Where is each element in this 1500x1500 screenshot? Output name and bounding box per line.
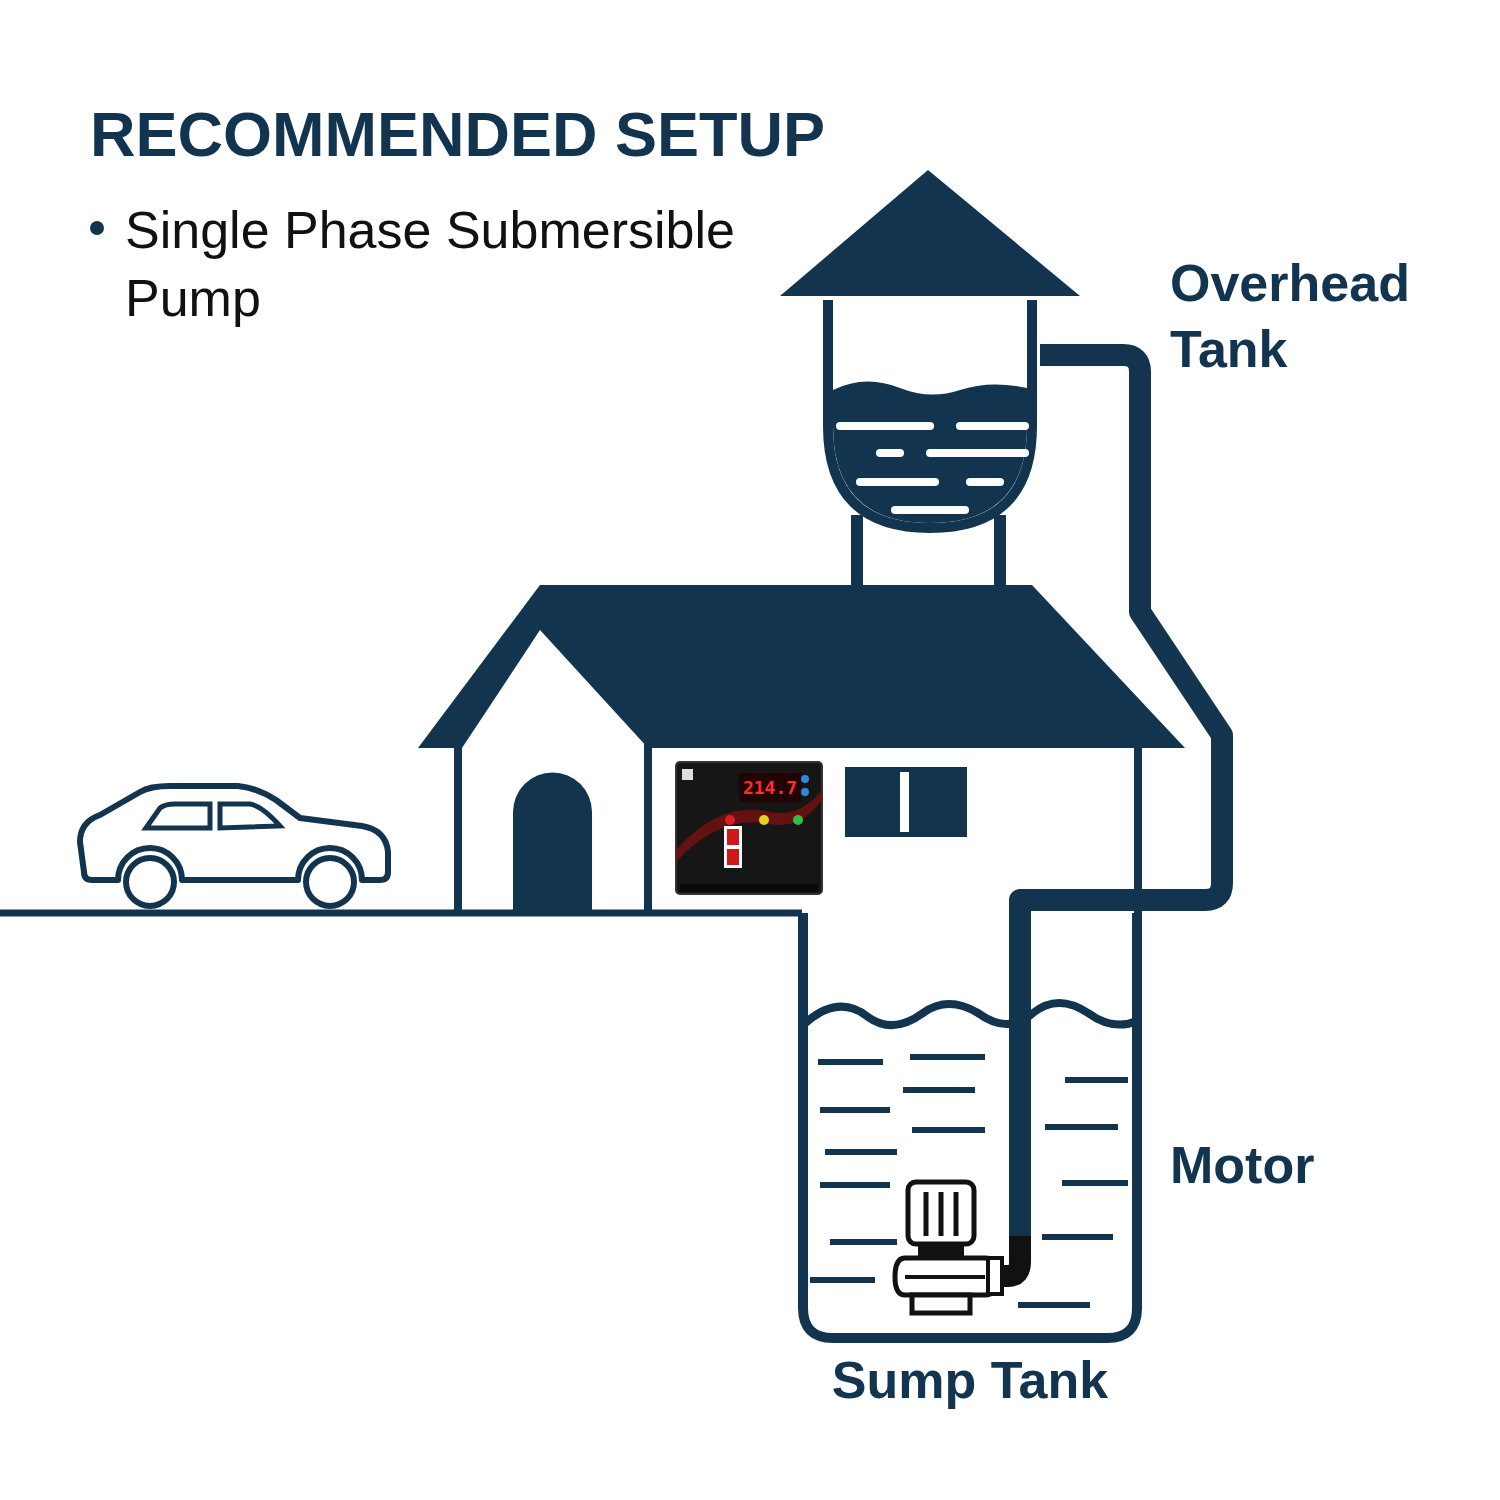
water-ripple (820, 1107, 890, 1113)
water-ripple (825, 1149, 897, 1155)
tank-leg (994, 515, 1006, 588)
water-ripple (970, 478, 1000, 486)
water-ripple (830, 1239, 897, 1245)
water-ripple (1065, 1077, 1128, 1083)
pump-base (912, 1295, 970, 1313)
water-ripple (1042, 1234, 1113, 1240)
house-wall (454, 700, 462, 913)
pump-flange (988, 1258, 1002, 1294)
node-label: Overhead Tank (1170, 250, 1470, 382)
sump-wall (803, 913, 1137, 1338)
pump-seam (905, 1275, 985, 1279)
car-wheel (306, 858, 354, 906)
water-ripple (840, 422, 930, 430)
controller-box (676, 762, 822, 894)
node-label: Sump Tank (758, 1347, 1182, 1413)
small-display (724, 826, 742, 868)
window-bar (900, 772, 909, 832)
diagram-title: RECOMMENDED SETUP (90, 96, 825, 172)
water-ripple (1062, 1180, 1128, 1186)
water-ripple (880, 449, 900, 457)
bullet-dot (90, 221, 104, 235)
indicator-led (801, 775, 809, 783)
motor-fin (924, 1192, 929, 1236)
water-ripple (895, 506, 965, 514)
small-digit (727, 829, 739, 845)
house-door (513, 773, 592, 913)
controller-base (680, 884, 818, 892)
indicator-led (725, 815, 735, 825)
overhead-tank: Overhead Tank (820, 296, 1040, 536)
controller-logo (682, 769, 693, 780)
car-window (146, 804, 210, 828)
motor-head (908, 1182, 974, 1244)
water-ripple (1018, 1302, 1090, 1308)
water-ripple (860, 478, 935, 486)
water-ripple (960, 422, 1025, 430)
house-wall (644, 735, 652, 913)
indicator-led (793, 815, 803, 825)
tank-vessel (828, 300, 1032, 528)
small-digit (727, 849, 739, 865)
pipe-elbow (1000, 1236, 1020, 1276)
inner-pipe (1009, 912, 1031, 1240)
water-ripple (903, 1087, 975, 1093)
water-ripple (930, 449, 1025, 457)
house-window (845, 767, 967, 837)
water-ripple (818, 1059, 883, 1065)
tank-leg (851, 515, 863, 588)
motor-neck (918, 1244, 964, 1258)
bullet-text: Single Phase Submersible Pump (125, 196, 815, 332)
part-label: Motor (1170, 1132, 1470, 1198)
sump-tank: Sump Tank (798, 913, 1142, 1343)
water-surface (803, 1003, 1137, 1025)
car-window (220, 804, 280, 828)
car-wheel (126, 858, 174, 906)
overhead-tank-outline (820, 296, 1040, 536)
water-ripple (820, 1182, 890, 1188)
water-ripple (912, 1127, 985, 1133)
house-wall (1134, 745, 1142, 913)
water-ripple (810, 1277, 875, 1283)
indicator-led (801, 788, 809, 796)
pipe-connector (1020, 355, 1222, 913)
motor-fin (939, 1192, 944, 1236)
house-gable (462, 630, 648, 748)
motor-fin (954, 1192, 959, 1236)
tank-roof (780, 170, 1080, 296)
ground-line (0, 910, 802, 917)
pump-casing (895, 1258, 998, 1295)
voltage-readout: 214.7 (739, 775, 801, 801)
water-ripple (1045, 1124, 1118, 1130)
house-roof (418, 585, 1185, 748)
tank-water (833, 381, 1027, 523)
controller-display (739, 773, 801, 802)
indicator-led (759, 815, 769, 825)
water-ripple (910, 1054, 985, 1060)
sump-tank-outline (798, 913, 1142, 1343)
